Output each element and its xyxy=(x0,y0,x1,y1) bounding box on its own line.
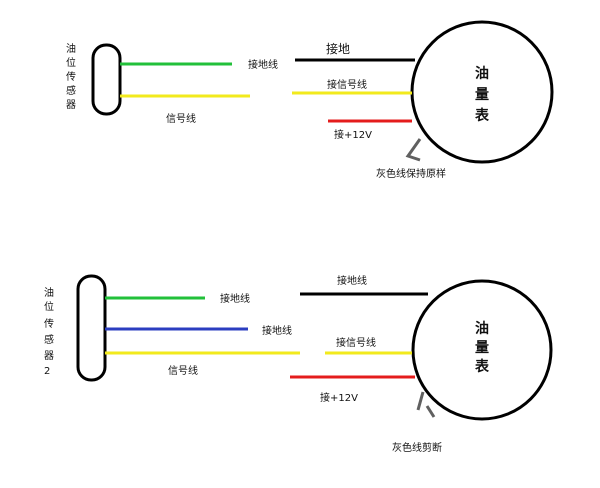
gauge-1-gray-wire xyxy=(405,138,422,162)
diagram-1: 油 位 传 感 器 接地线 信号线 油 量 表 接地 接信号线 接+12V 灰色… xyxy=(66,20,554,180)
sensor-1-signal-label: 信号线 xyxy=(166,112,196,125)
sensor-2-green-label: 接地线 xyxy=(220,292,250,305)
gauge-1-power-label: 接+12V xyxy=(334,128,372,141)
sensor-2-body xyxy=(76,274,107,382)
gauge-1-ground-label: 接地 xyxy=(326,41,350,56)
sensor-1-char: 器 xyxy=(66,99,76,111)
sensor-2-char: 2 xyxy=(44,366,50,377)
gauge-2-char: 油 xyxy=(475,320,489,337)
gauge-2-body xyxy=(411,279,553,421)
sensor-1-char: 油 xyxy=(66,42,76,55)
sensor-1-char: 传 xyxy=(66,71,76,83)
gauge-2-signal-label: 接信号线 xyxy=(336,336,376,349)
sensor-2-char: 传 xyxy=(44,318,54,330)
sensor-2-blue-label: 接地线 xyxy=(262,324,292,337)
sensor-2-char: 位 xyxy=(44,300,54,313)
sensor-2-char: 油 xyxy=(44,286,54,299)
gauge-2-char: 表 xyxy=(474,358,490,375)
gauge-1-signal-label: 接信号线 xyxy=(327,78,367,91)
gauge-2-gray-wire xyxy=(416,391,436,418)
sensor-1-char: 位 xyxy=(66,56,76,69)
gauge-2-power-label: 接+12V xyxy=(320,391,358,404)
gauge-1-char: 量 xyxy=(475,87,489,103)
sensor-1-ground-label: 接地线 xyxy=(248,58,278,71)
sensor-2-char: 器 xyxy=(44,350,54,362)
gauge-1-gray-note: 灰色线保持原样 xyxy=(376,167,446,180)
diagram-2: 油 位 传 感 器 2 接地线 接地线 信号线 油 量 表 接地线 接信号线 接… xyxy=(44,274,553,454)
sensor-1-body xyxy=(91,43,122,116)
gauge-2-char: 量 xyxy=(475,340,489,356)
sensor-1-char: 感 xyxy=(66,84,76,97)
gauge-2-ground-label: 接地线 xyxy=(337,274,367,287)
sensor-2-label: 油 位 传 感 器 2 xyxy=(44,286,54,377)
sensor-2-signal-label: 信号线 xyxy=(168,364,198,377)
gauge-2-gray-note: 灰色线剪断 xyxy=(392,441,442,454)
gauge-1-char: 表 xyxy=(474,107,490,124)
gauge-1-char: 油 xyxy=(475,65,489,82)
sensor-1-label: 油 位 传 感 器 xyxy=(66,42,76,111)
sensor-2-char: 感 xyxy=(44,333,54,346)
